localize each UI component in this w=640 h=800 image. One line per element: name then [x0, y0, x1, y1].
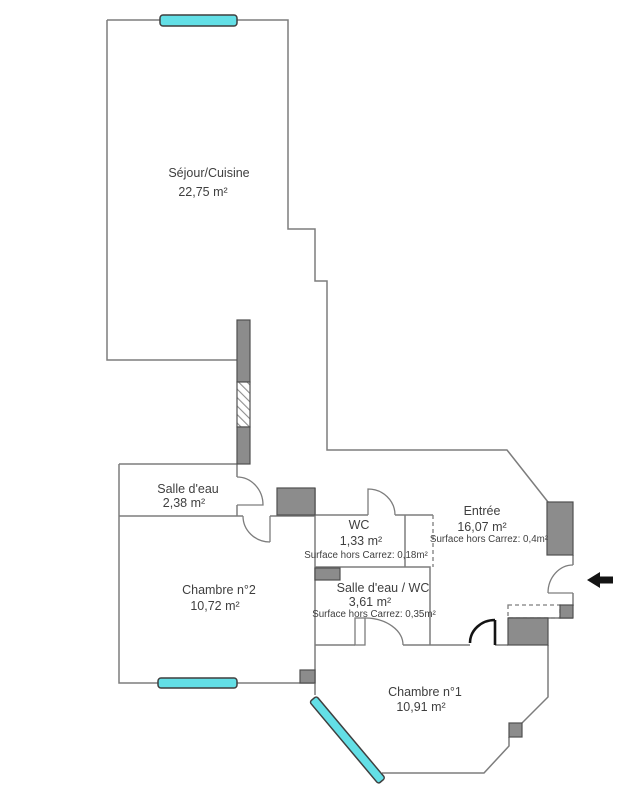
- wall-block-wc-left: [276, 487, 316, 516]
- entrance-arrow-icon: [587, 572, 613, 588]
- room-name-chambre2: Chambre n°2: [182, 583, 256, 597]
- room-label-sejour: Séjour/Cuisine 22,75 m²: [168, 166, 249, 199]
- door-chambre2: [242, 515, 271, 543]
- dashed-zone: [507, 604, 561, 619]
- room-name-salle-deau: Salle d'eau: [157, 482, 219, 496]
- room-area-chambre1: 10,91 m²: [396, 700, 445, 714]
- door-wc: [367, 488, 396, 516]
- room-name-sejour: Séjour/Cuisine: [168, 166, 249, 180]
- room-label-chambre2: Chambre n°2 10,72 m²: [182, 583, 256, 613]
- room-name-wc: WC: [349, 518, 370, 532]
- wall-block-entree-niche: [559, 604, 574, 619]
- room-area-wc: 1,33 m²: [340, 534, 382, 548]
- room-area-salle-deau: 2,38 m²: [163, 496, 205, 510]
- window-chambre2: [157, 677, 238, 689]
- door-salle-deau: [236, 476, 264, 506]
- doors: [236, 476, 574, 646]
- wall-block-entree-right: [546, 501, 574, 556]
- wall-block-column-top: [236, 319, 251, 383]
- room-name-entree: Entrée: [464, 504, 501, 518]
- wall-block-hatched-duct: [236, 381, 251, 428]
- room-area-chambre2: 10,72 m²: [190, 599, 239, 613]
- room-labels: Séjour/Cuisine 22,75 m² Salle d'eau 2,38…: [157, 166, 549, 714]
- wall-blocks: [236, 319, 574, 738]
- room-name-salle-deau-wc: Salle d'eau / WC: [337, 581, 430, 595]
- walls: [106, 19, 574, 774]
- room-hors-carrez-salle-deau-wc: Surface hors Carrez: 0,35m²: [312, 609, 436, 620]
- wall-block-chambre1-topright: [507, 617, 549, 646]
- window-sejour: [159, 14, 238, 27]
- room-label-entree: Entrée 16,07 m² Surface hors Carrez: 0,4…: [430, 504, 549, 545]
- door-leaf-salle-deau-wc: [354, 617, 366, 646]
- room-label-wc: WC 1,33 m² Surface hors Carrez: 0,18m²: [304, 518, 428, 561]
- room-area-salle-deau-wc: 3,61 m²: [349, 595, 391, 609]
- door-salle-deau-wc: [364, 617, 404, 646]
- windows: [157, 14, 385, 784]
- room-label-salle-deau: Salle d'eau 2,38 m²: [157, 482, 219, 510]
- wall-block-sde-wc: [314, 567, 341, 581]
- room-area-entree: 16,07 m²: [457, 520, 506, 534]
- room-area-sejour: 22,75 m²: [178, 185, 227, 199]
- wall-block-column-bottom: [236, 426, 251, 465]
- room-label-chambre1: Chambre n°1 10,91 m²: [388, 685, 462, 714]
- room-label-salle-deau-wc: Salle d'eau / WC 3,61 m² Surface hors Ca…: [312, 581, 436, 620]
- window-chambre1-diagonal: [309, 696, 385, 784]
- room-name-chambre1: Chambre n°1: [388, 685, 462, 699]
- door-entrance: [547, 564, 574, 594]
- room-hors-carrez-wc: Surface hors Carrez: 0,18m²: [304, 550, 428, 561]
- wall-block-chambre2-corner: [299, 669, 316, 684]
- wall-block-bay-corner: [508, 722, 523, 738]
- room-hors-carrez-entree: Surface hors Carrez: 0,4m²: [430, 534, 549, 545]
- door-chambre1: [468, 618, 497, 645]
